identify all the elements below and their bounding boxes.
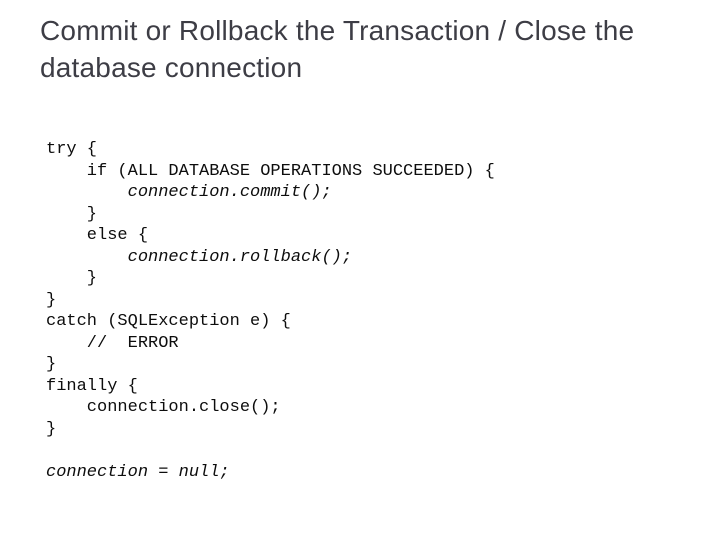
code-line: finally { [46,376,138,396]
slide-title: Commit or Rollback the Transaction / Clo… [40,15,635,83]
code-line: connection.close(); [46,398,281,417]
code-block: try { if (ALL DATABASE OPERATIONS SUCCEE… [46,139,495,483]
code-line: connection.commit(); [46,183,332,202]
code-line: } [46,204,98,224]
code-line: else { [46,226,149,245]
code-line: connection = null; [46,462,230,482]
code-line: // ERROR [46,333,179,353]
code-line: connection.rollback(); [46,247,353,267]
code-line: try { [46,140,98,159]
code-line [46,440,495,462]
code-line: } [46,290,57,310]
code-line: } [46,269,98,288]
code-line: } [46,355,57,374]
code-line: } [46,419,57,439]
code-line: catch (SQLException e) { [46,312,291,331]
code-line: if (ALL DATABASE OPERATIONS SUCCEEDED) { [46,161,495,181]
